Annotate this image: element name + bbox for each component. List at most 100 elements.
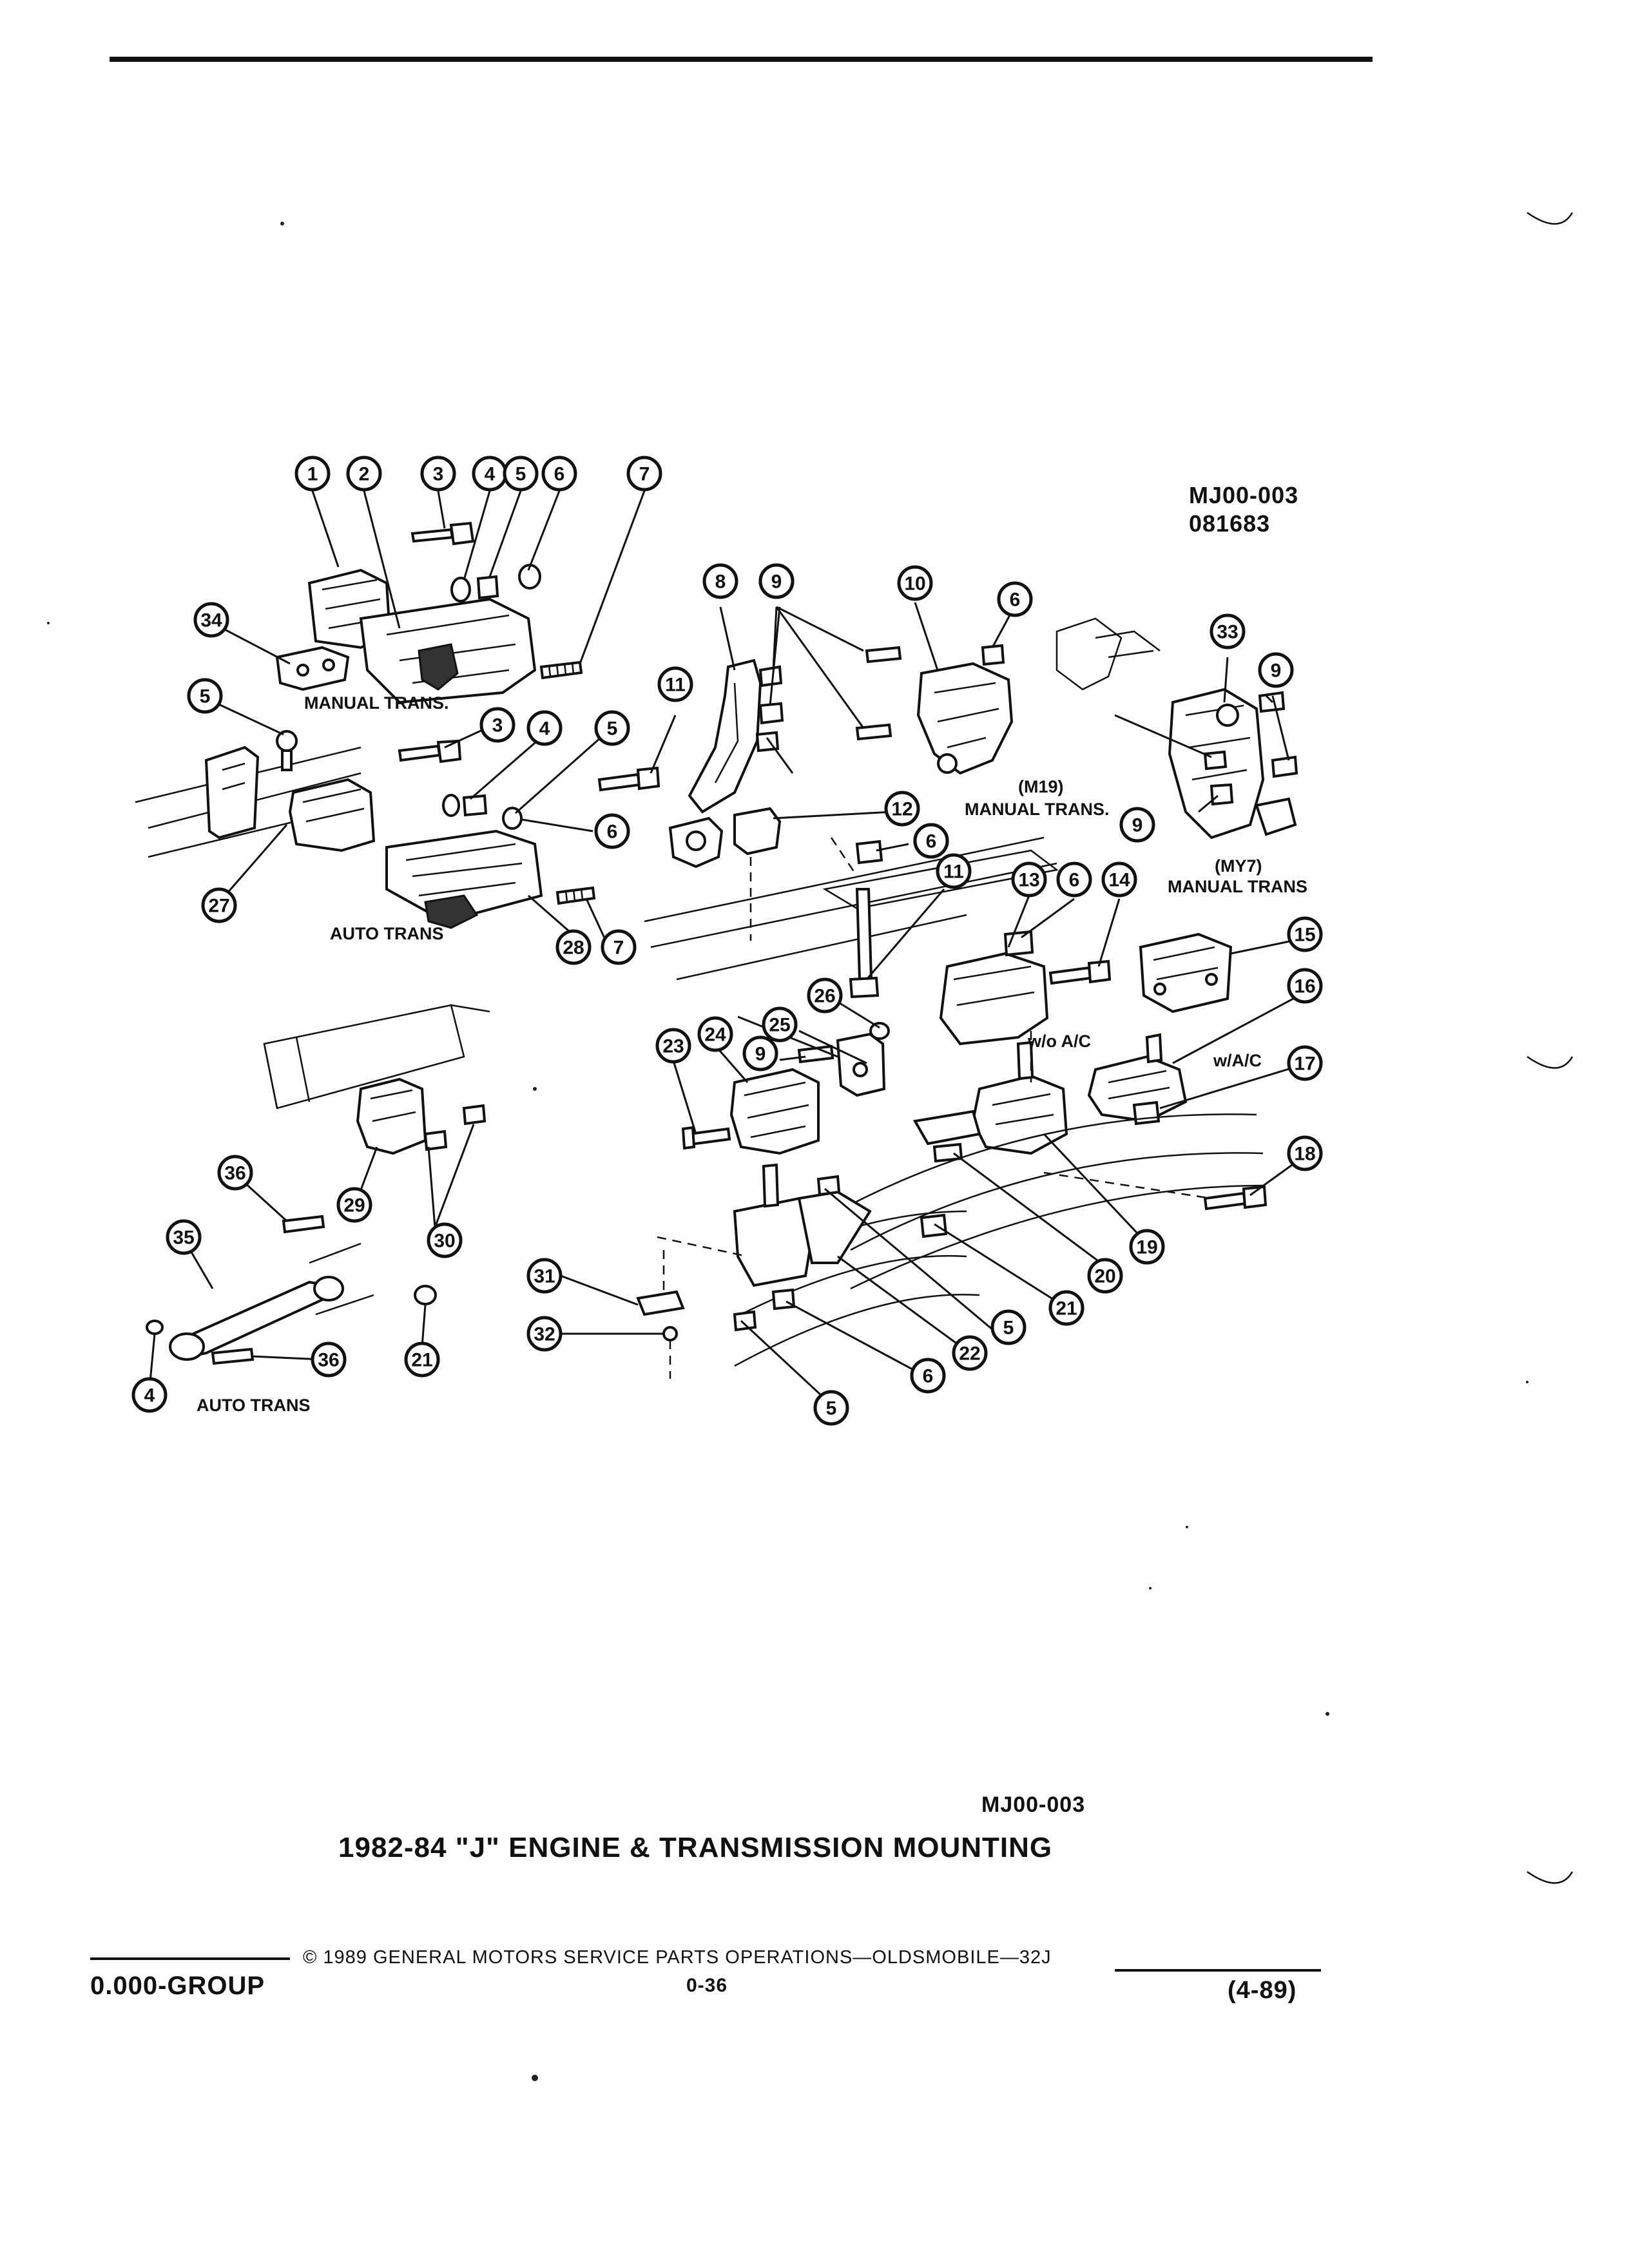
callout-number: 3 xyxy=(492,715,503,736)
callout-34: 34 xyxy=(193,602,229,638)
callout-number: 6 xyxy=(1010,590,1021,611)
callout-9: 9 xyxy=(1119,807,1155,843)
callout-number: 23 xyxy=(662,1036,684,1057)
callout-5: 5 xyxy=(813,1390,849,1426)
callout-7: 7 xyxy=(601,929,637,965)
callout-6: 6 xyxy=(910,1358,946,1394)
top-rule xyxy=(110,57,1373,62)
callout-2: 2 xyxy=(346,456,382,492)
callout-number: 9 xyxy=(1271,660,1282,682)
callout-number: 33 xyxy=(1217,622,1238,643)
callout-number: 28 xyxy=(563,937,584,959)
callout-33: 33 xyxy=(1210,613,1246,649)
callout-8: 8 xyxy=(702,563,738,599)
callout-number: 21 xyxy=(411,1350,432,1371)
callout-number: 14 xyxy=(1108,870,1130,891)
callout-9: 9 xyxy=(1258,652,1294,688)
callout-number: 30 xyxy=(434,1231,455,1252)
callout-number: 8 xyxy=(715,572,726,593)
callout-number: 19 xyxy=(1136,1237,1157,1258)
callout-number: 5 xyxy=(826,1398,837,1419)
callout-26: 26 xyxy=(807,977,843,1014)
callout-21: 21 xyxy=(1048,1290,1084,1326)
figure-id-top: MJ00-003 xyxy=(1189,482,1299,508)
margin-mark-1 xyxy=(1527,211,1574,225)
callout-32: 32 xyxy=(526,1316,563,1352)
callout-18: 18 xyxy=(1287,1135,1323,1171)
callout-number: 5 xyxy=(1003,1318,1014,1339)
callout-20: 20 xyxy=(1087,1258,1123,1294)
figure-id-bottom: MJ00-003 xyxy=(981,1792,1086,1817)
label-m19-manual-trans: MANUAL TRANS. xyxy=(965,800,1110,819)
callout-11: 11 xyxy=(657,666,693,702)
auto-trans-strut-assembly xyxy=(146,1004,685,1379)
callout-number: 5 xyxy=(200,686,211,707)
callout-number: 11 xyxy=(665,675,686,696)
leader-lines xyxy=(148,490,1312,1406)
callout-number: 4 xyxy=(539,718,550,740)
callout-number: 34 xyxy=(200,610,222,631)
margin-mark-3 xyxy=(1527,1870,1574,1884)
callout-number: 6 xyxy=(923,1366,934,1387)
callout-number: 27 xyxy=(208,896,229,917)
callout-number: 5 xyxy=(607,718,618,740)
callout-number: 16 xyxy=(1294,976,1315,997)
callout-number: 36 xyxy=(224,1163,246,1184)
callout-number: 18 xyxy=(1294,1144,1315,1165)
callout-23: 23 xyxy=(655,1028,691,1064)
footer-rule-left xyxy=(90,1957,290,1960)
callout-number: 6 xyxy=(607,822,618,843)
callout-21: 21 xyxy=(404,1341,440,1378)
callout-number: 2 xyxy=(359,464,370,485)
callout-12: 12 xyxy=(884,791,920,827)
callout-number: 20 xyxy=(1094,1266,1115,1287)
footer-copyright: © 1989 GENERAL MOTORS SERVICE PARTS OPER… xyxy=(303,1947,1052,1968)
callout-number: 12 xyxy=(891,799,912,820)
callout-number: 35 xyxy=(173,1227,194,1249)
callout-10: 10 xyxy=(897,565,933,601)
callout-number: 21 xyxy=(1055,1298,1077,1320)
callout-35: 35 xyxy=(166,1219,202,1255)
callout-number: 15 xyxy=(1294,925,1315,946)
callout-9: 9 xyxy=(742,1035,778,1072)
label-my7-manual-trans: MANUAL TRANS xyxy=(1168,877,1307,896)
callout-24: 24 xyxy=(697,1016,733,1052)
footer-rule-right xyxy=(1115,1969,1321,1972)
label-auto-trans-1: AUTO TRANS xyxy=(330,924,444,943)
callout-14: 14 xyxy=(1101,861,1137,898)
label-my7: (MY7) xyxy=(1215,856,1262,876)
callout-6: 6 xyxy=(1056,861,1092,898)
callout-17: 17 xyxy=(1287,1045,1323,1081)
callout-5: 5 xyxy=(594,710,630,746)
callout-4: 4 xyxy=(472,456,508,492)
callout-29: 29 xyxy=(336,1187,372,1223)
callout-4: 4 xyxy=(526,710,563,746)
callout-number: 1 xyxy=(307,464,318,485)
right-engine-mount-assembly xyxy=(734,930,1268,1367)
callout-25: 25 xyxy=(762,1006,798,1043)
auto-trans-mount-assembly xyxy=(135,730,596,929)
label-auto-trans-2: AUTO TRANS xyxy=(197,1396,311,1415)
callout-number: 5 xyxy=(516,464,526,485)
callout-4: 4 xyxy=(131,1377,168,1413)
callout-number: 7 xyxy=(639,464,650,485)
callout-3: 3 xyxy=(479,707,516,743)
my7-manual-trans-bracket-assembly xyxy=(1055,617,1298,840)
callout-31: 31 xyxy=(526,1258,563,1294)
callout-36: 36 xyxy=(217,1155,253,1191)
callout-9: 9 xyxy=(758,563,795,599)
manual-trans-mount-assembly xyxy=(275,521,583,704)
callout-number: 4 xyxy=(485,464,496,485)
callout-number: 22 xyxy=(959,1343,980,1365)
callout-36: 36 xyxy=(311,1341,347,1378)
callout-number: 17 xyxy=(1294,1053,1315,1075)
callout-number: 24 xyxy=(704,1024,726,1046)
scan-specks xyxy=(47,211,1574,2081)
callout-number: 3 xyxy=(433,464,444,485)
callout-30: 30 xyxy=(427,1222,463,1258)
callout-number: 13 xyxy=(1018,870,1039,891)
callout-28: 28 xyxy=(555,929,592,965)
figure-caption: 1982-84 "J" ENGINE & TRANSMISSION MOUNTI… xyxy=(338,1832,1053,1863)
callout-3: 3 xyxy=(420,456,456,492)
